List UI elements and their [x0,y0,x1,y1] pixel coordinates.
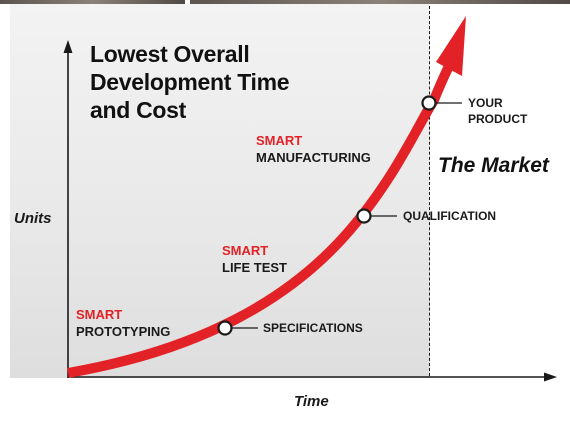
your-product-marker [421,95,437,111]
callout-line: PRODUCT [468,112,528,126]
x-axis-label: Time [294,393,329,410]
title-line: Lowest Overall [90,41,250,67]
stage-smart-label: SMART [76,307,123,322]
qualification-marker [356,208,372,224]
stage-manufacturing: SMART MANUFACTURING [256,132,371,166]
development-phase-panel [10,4,430,378]
callout-line: YOUR [468,96,503,110]
title-line: and Cost [90,97,186,123]
top-photo-strip-left [0,0,185,4]
y-axis-label: Units [14,210,52,227]
stage-name-label: LIFE TEST [222,260,287,275]
specifications-label: SPECIFICATIONS [263,320,363,336]
y-axis-arrowhead [63,40,73,53]
x-axis-arrowhead [544,372,557,382]
qualification-label: QUALIFICATION [403,208,496,224]
market-label: The Market [438,154,549,177]
stage-smart-label: SMART [222,243,269,258]
stage-name-label: MANUFACTURING [256,150,371,165]
callout-line: SPECIFICATIONS [263,321,363,335]
growth-curve-arrowhead [436,16,466,76]
market-divider-line [429,6,430,376]
stage-name-label: PROTOTYPING [76,324,171,339]
your-product-label: YOUR PRODUCT [468,95,527,127]
specifications-marker [217,320,233,336]
stage-smart-label: SMART [256,133,303,148]
top-photo-strip-right [190,0,570,4]
title-line: Development Time [90,69,290,95]
callout-line: QUALIFICATION [403,209,497,223]
stage-prototyping: SMART PROTOTYPING [76,306,170,340]
diagram-title: Lowest Overall Development Time and Cost [90,40,390,124]
stage-life-test: SMART LIFE TEST [222,242,287,276]
